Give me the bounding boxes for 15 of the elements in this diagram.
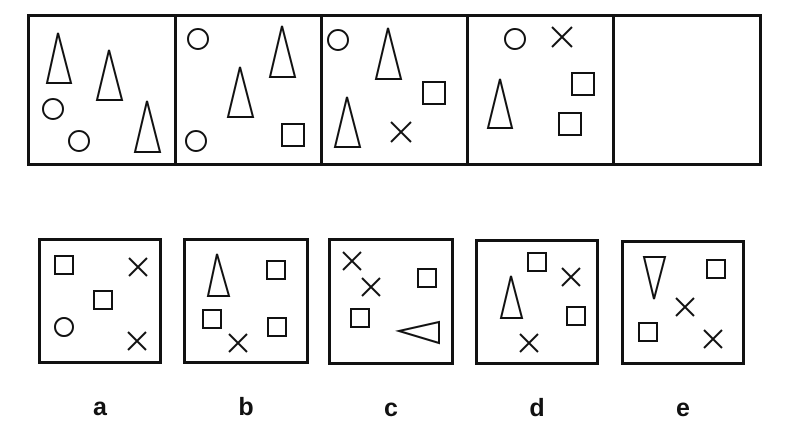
option-letter: d <box>529 393 545 424</box>
answer-option-panel <box>183 238 309 364</box>
empty-panel <box>612 14 762 166</box>
sequence-panel <box>320 14 469 166</box>
option-letter: a <box>93 392 107 423</box>
option-letter: b <box>238 392 254 423</box>
answer-option-panel <box>621 240 745 365</box>
sequence-panel <box>174 14 323 166</box>
option-letter: c <box>384 393 398 424</box>
sequence-panel <box>466 14 615 166</box>
answer-option-panel <box>38 238 162 364</box>
sequence-panel <box>27 14 177 166</box>
option-letter: e <box>676 393 690 424</box>
answer-option-panel <box>328 238 454 365</box>
answer-option-panel <box>475 239 599 365</box>
